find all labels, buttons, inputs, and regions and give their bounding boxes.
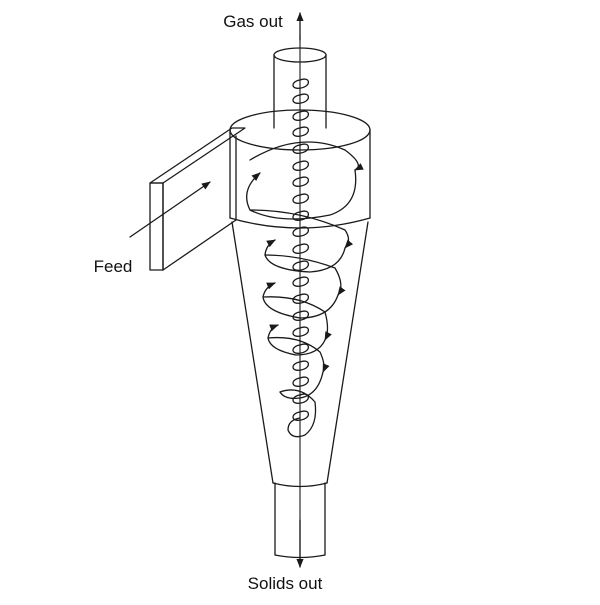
feed-inlet-duct	[149, 127, 246, 271]
inner-vortex-helix	[292, 78, 310, 421]
label-feed: Feed	[94, 257, 133, 276]
feed-arrow	[129, 181, 211, 238]
label-solids-out: Solids out	[248, 574, 323, 593]
label-gas-out: Gas out	[223, 12, 283, 31]
